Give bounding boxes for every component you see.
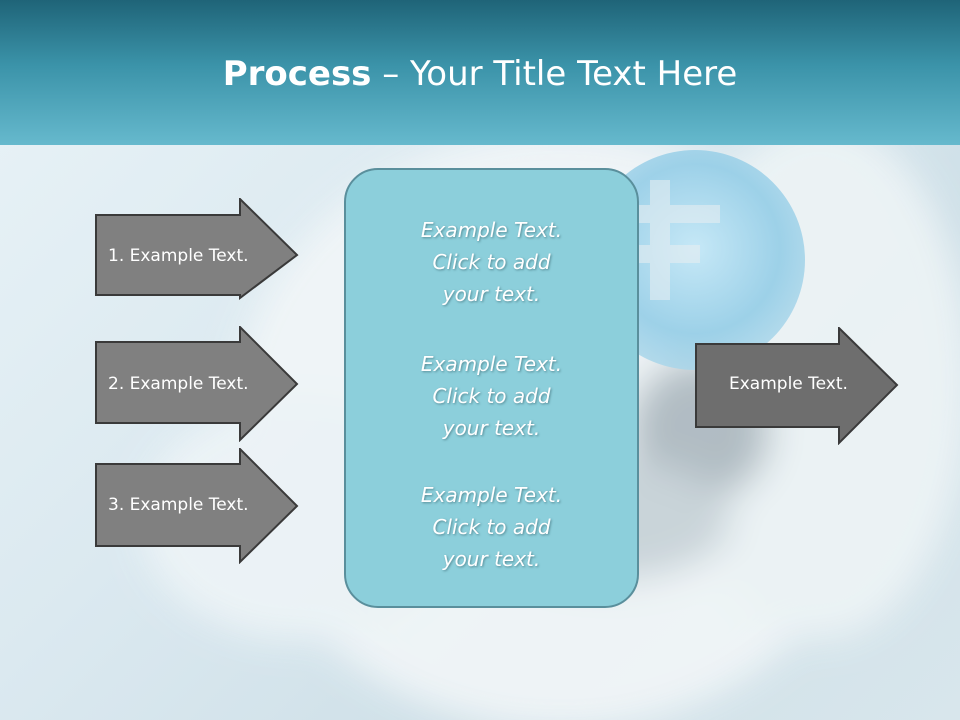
- left-arrow-1[interactable]: [94, 198, 300, 300]
- center-text-box[interactable]: Example Text. Click to add your text. Ex…: [344, 168, 639, 608]
- title-bold: Process: [222, 54, 372, 94]
- title-bar: Process – Your Title Text Here: [0, 0, 960, 145]
- center-block-1-line3: your text.: [442, 282, 541, 306]
- center-block-1-line1: Example Text.: [420, 218, 563, 242]
- center-block-1: Example Text. Click to add your text.: [346, 214, 637, 310]
- right-arrow[interactable]: [694, 327, 900, 445]
- left-arrow-1-label: 1. Example Text.: [108, 246, 249, 266]
- slide-title[interactable]: Process – Your Title Text Here: [0, 52, 960, 96]
- left-arrow-2-label: 2. Example Text.: [108, 374, 249, 394]
- center-block-2-line2: Click to add: [432, 384, 551, 408]
- left-arrow-3[interactable]: [94, 448, 300, 564]
- right-arrow-label: Example Text.: [729, 374, 848, 394]
- center-block-3-line1: Example Text.: [420, 483, 563, 507]
- center-block-3: Example Text. Click to add your text.: [346, 479, 637, 575]
- center-block-2-line3: your text.: [442, 416, 541, 440]
- left-arrow-3-label: 3. Example Text.: [108, 495, 249, 515]
- left-arrow-2[interactable]: [94, 326, 300, 442]
- title-rest: – Your Title Text Here: [371, 54, 738, 94]
- center-block-2: Example Text. Click to add your text.: [346, 348, 637, 444]
- center-block-3-line3: your text.: [442, 547, 541, 571]
- center-block-3-line2: Click to add: [432, 515, 551, 539]
- center-block-1-line2: Click to add: [432, 250, 551, 274]
- center-block-2-line1: Example Text.: [420, 352, 563, 376]
